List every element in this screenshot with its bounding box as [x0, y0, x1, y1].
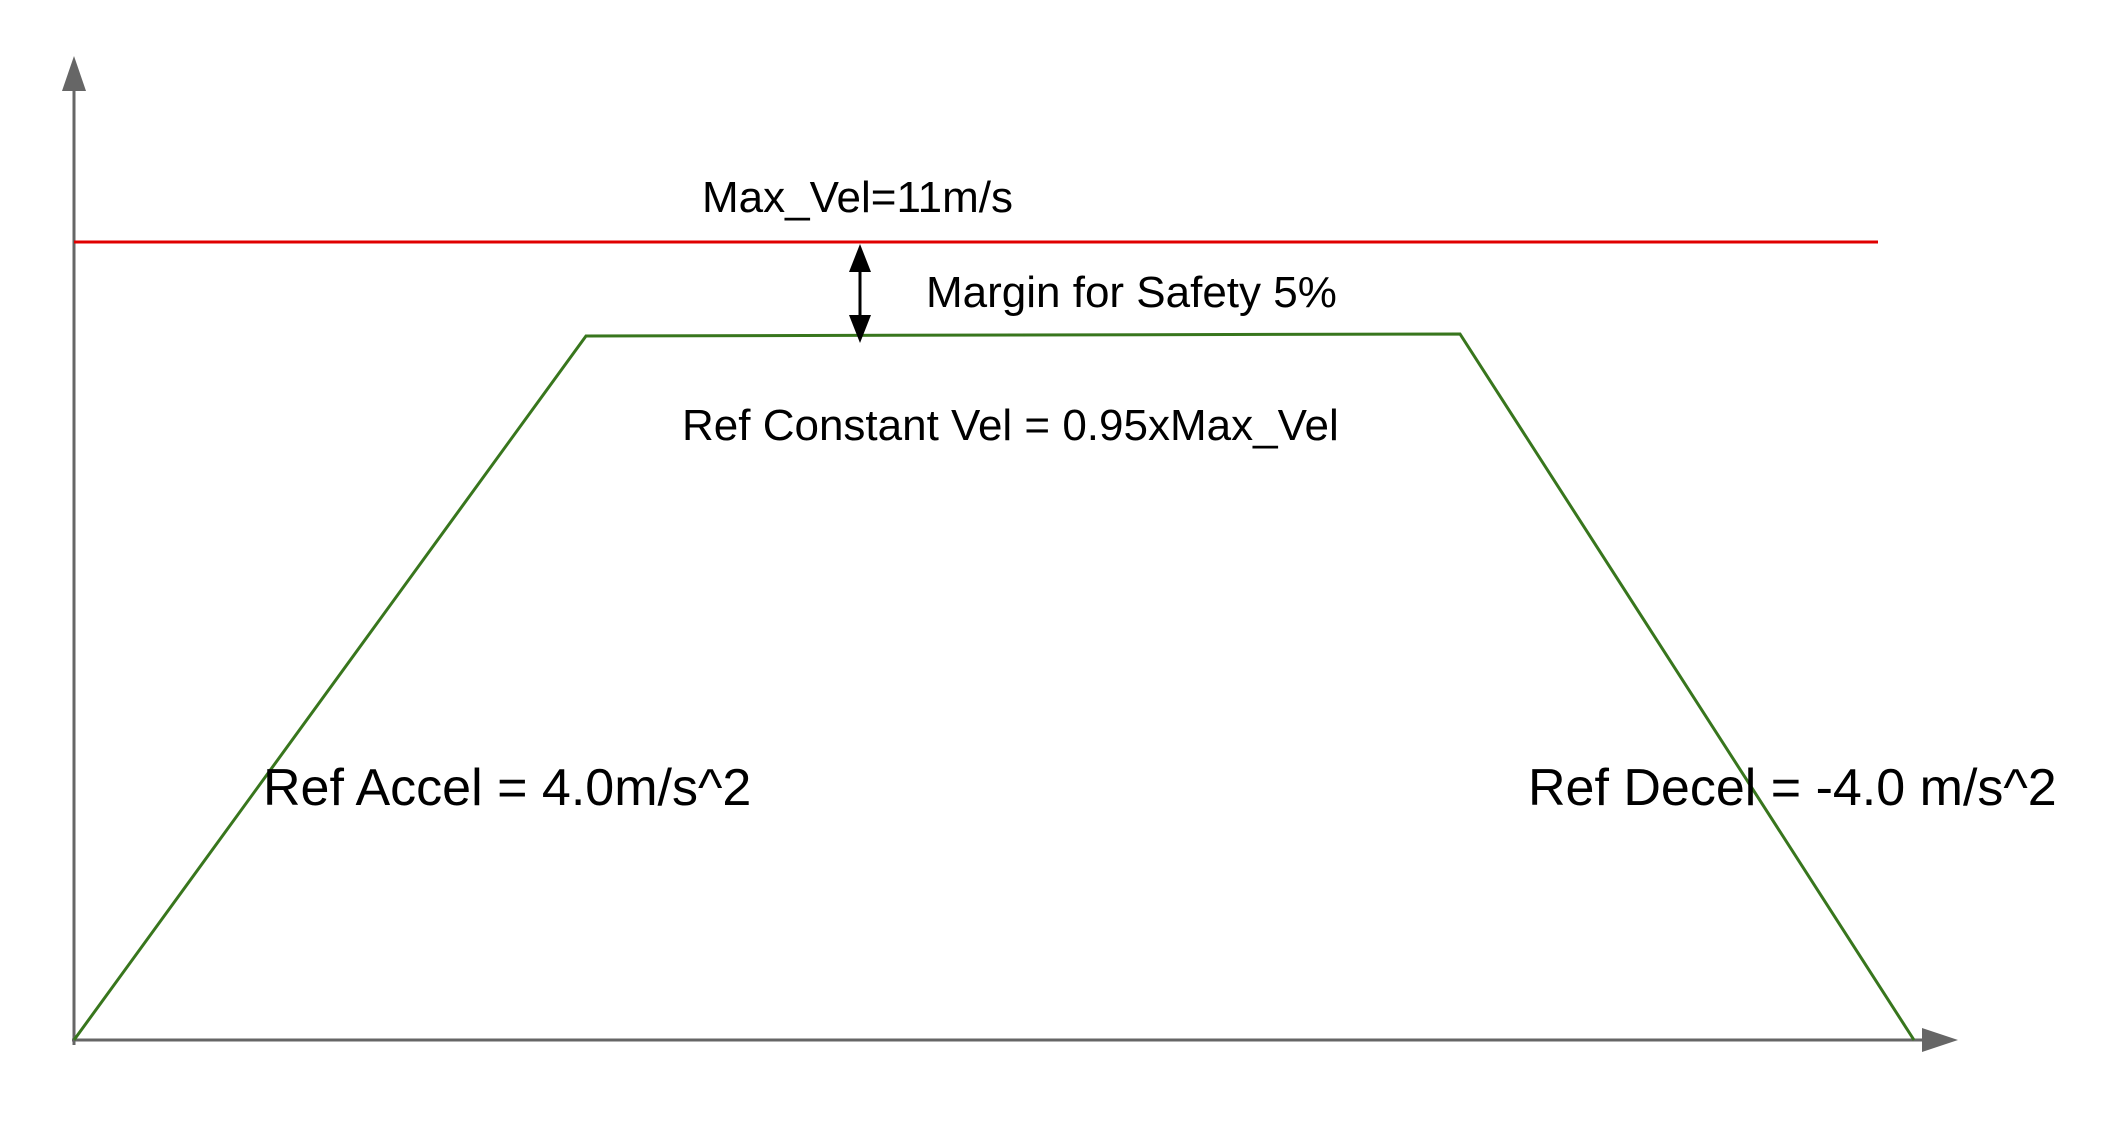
margin-label: Margin for Safety 5%	[926, 268, 1337, 317]
ref-accel-label: Ref Accel = 4.0m/s^2	[263, 759, 751, 817]
ref-decel-label: Ref Decel = -4.0 m/s^2	[1528, 759, 2057, 817]
margin-arrowhead-up	[849, 244, 871, 272]
margin-double-arrow	[849, 244, 871, 343]
y-axis-arrowhead	[62, 56, 86, 91]
x-axis-arrowhead	[1922, 1028, 1958, 1052]
max-vel-label: Max_Vel=11m/s	[702, 173, 1013, 222]
ref-constant-vel-label: Ref Constant Vel = 0.95xMax_Vel	[682, 401, 1339, 450]
velocity-profile	[72, 332, 1916, 1041]
margin-arrowhead-down	[849, 315, 871, 343]
